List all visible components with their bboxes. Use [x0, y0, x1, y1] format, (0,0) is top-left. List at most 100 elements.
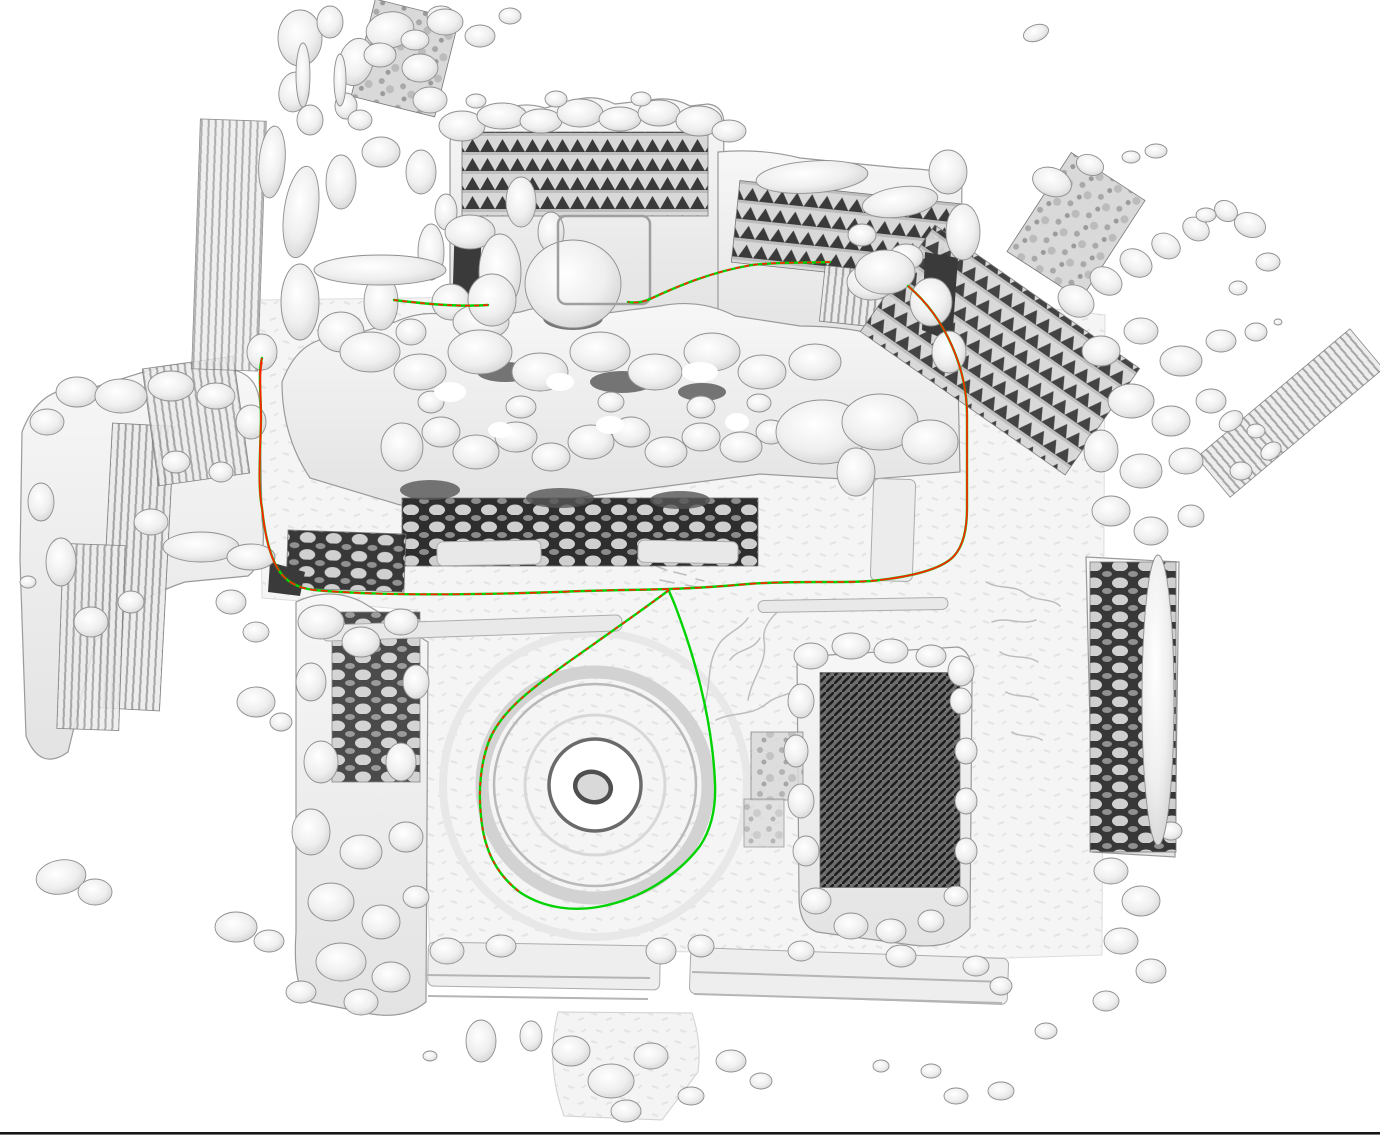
- mesh-blob: [303, 740, 339, 784]
- mesh-blob: [943, 1087, 969, 1105]
- mesh-blob: [147, 370, 195, 402]
- mottle-facade: [743, 798, 785, 848]
- mesh-blob: [447, 329, 513, 375]
- mesh-blob: [347, 109, 373, 131]
- wall-panel-outline: [556, 214, 652, 306]
- mesh-blob: [412, 86, 448, 114]
- vstripe-facade: [191, 118, 267, 372]
- hatch-facade: [819, 672, 961, 888]
- mesh-blob: [749, 1072, 773, 1090]
- mesh-blob: [339, 331, 401, 373]
- mesh-blob: [645, 937, 677, 965]
- mesh-blob: [630, 91, 652, 107]
- trajectory-red: [258, 261, 968, 894]
- chevron-facade: [461, 131, 709, 217]
- mesh-blob: [1057, 284, 1095, 318]
- mesh-blob: [1032, 166, 1072, 198]
- mesh-blob: [505, 395, 537, 419]
- mesh-blob: [1255, 252, 1281, 272]
- mesh-blob: [686, 395, 716, 419]
- mesh-blob: [920, 1063, 942, 1079]
- mesh-blob: [1141, 554, 1175, 846]
- mesh-blob: [1103, 927, 1139, 955]
- mesh-blob: [444, 214, 496, 250]
- tree-scribble: [985, 581, 1061, 607]
- mesh-blob: [246, 333, 278, 371]
- mesh-blob: [1260, 441, 1282, 461]
- mesh-blob: [1228, 280, 1248, 296]
- mesh-blob: [836, 447, 876, 497]
- mesh-blob: [280, 263, 320, 341]
- mesh-blob: [1246, 423, 1266, 439]
- mesh-blob: [19, 575, 37, 589]
- mesh-blob-layer: [19, 5, 1283, 1123]
- mesh-blob: [909, 277, 953, 327]
- mesh-blob: [928, 149, 968, 195]
- mesh-blob: [551, 1035, 591, 1067]
- fountain-ring: [475, 665, 715, 905]
- tree-scribble: [999, 651, 1039, 663]
- mesh-blob: [1034, 1022, 1058, 1040]
- mesh-blob: [711, 119, 747, 143]
- wall-seam: [691, 971, 1006, 983]
- mesh-blob: [73, 606, 109, 638]
- mesh-blob: [253, 929, 285, 953]
- mesh-blob: [633, 1042, 669, 1070]
- mesh-blob: [297, 604, 345, 640]
- mesh-blob: [989, 976, 1013, 996]
- mesh-blob: [681, 422, 721, 452]
- mesh-blob: [363, 42, 397, 68]
- mesh-blob: [719, 431, 763, 463]
- mesh-blob: [401, 53, 439, 83]
- mesh-blob: [800, 887, 832, 915]
- mesh-blob: [544, 90, 568, 108]
- stone-plate: [757, 596, 949, 614]
- mesh-blob: [597, 391, 625, 413]
- mesh-blob: [1121, 150, 1141, 164]
- mesh-blob: [737, 354, 787, 390]
- mesh-gap: [596, 416, 624, 434]
- mesh-blob: [226, 543, 276, 571]
- fountain-ring: [523, 713, 667, 857]
- stone-plate: [637, 539, 739, 565]
- scribble-layer: [655, 565, 1061, 741]
- mesh-blob: [285, 980, 317, 1004]
- tree-scribble: [701, 617, 749, 713]
- mesh-blob: [388, 821, 424, 853]
- waffle-facade: [285, 529, 407, 593]
- mesh-blob: [1229, 461, 1253, 481]
- mesh-blob: [429, 937, 465, 965]
- mesh-blob: [610, 1099, 642, 1123]
- mesh-blob: [295, 662, 327, 702]
- mesh-blob: [861, 185, 939, 219]
- mesh-blob: [524, 239, 622, 329]
- mesh-blob: [954, 737, 978, 765]
- mesh-blob: [485, 934, 517, 958]
- mesh-blob: [1151, 405, 1191, 437]
- arch-shadow: [526, 488, 594, 508]
- tree-scribble: [991, 619, 1037, 623]
- tree-scribble: [1005, 691, 1039, 701]
- mesh-blob: [325, 154, 357, 210]
- mesh-blob: [1244, 322, 1268, 342]
- mesh-blob: [1218, 410, 1244, 432]
- mesh-blob: [531, 442, 571, 472]
- mesh-blob: [949, 687, 973, 715]
- mesh-gap: [546, 373, 574, 391]
- mesh-blob: [77, 878, 113, 906]
- fountain: [439, 629, 751, 941]
- mesh-blob: [1092, 990, 1120, 1012]
- mesh-blob: [35, 859, 87, 895]
- mesh-blob: [465, 93, 487, 109]
- mesh-blob: [1233, 212, 1267, 238]
- mesh-blob: [498, 7, 522, 25]
- mesh-blob: [341, 626, 381, 658]
- mesh-blob: [196, 382, 236, 410]
- mesh-blob: [1081, 335, 1121, 367]
- mesh-blob: [1177, 504, 1205, 528]
- mesh-blob: [1205, 329, 1237, 353]
- mesh-blob: [133, 508, 169, 536]
- mesh-blob: [452, 434, 500, 470]
- mesh-blob: [787, 683, 815, 719]
